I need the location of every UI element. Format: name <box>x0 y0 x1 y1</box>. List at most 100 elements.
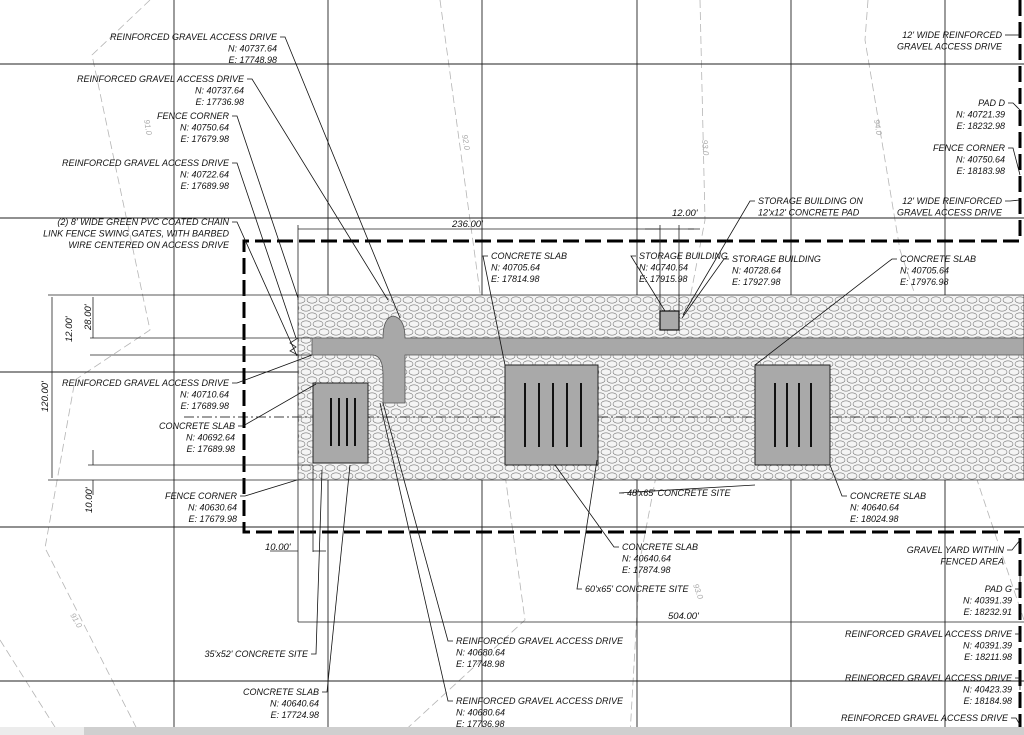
gate-symbol <box>289 337 299 356</box>
callout-northing: N: 40705.64 <box>900 266 949 276</box>
callout-title: 35'x52' CONCRETE SITE <box>205 649 309 659</box>
dimension-12-storage: 12.00' <box>672 208 699 219</box>
leader-line <box>379 402 453 702</box>
callout-title: FENCE CORNER <box>165 491 238 501</box>
callout-northing: N: 40630.64 <box>188 503 237 513</box>
contour-label: 93.0 <box>691 583 705 601</box>
callout-northing: N: 40640.64 <box>270 699 319 709</box>
callout-title: FENCE CORNER <box>157 111 230 121</box>
storage-building <box>659 310 680 331</box>
callout-northing: N: 40640.64 <box>850 503 899 513</box>
callout-label: REINFORCED GRAVEL ACCESS DRIVE <box>841 713 1009 723</box>
callout-labels: REINFORCED GRAVEL ACCESS DRIVE N: 40737.6… <box>43 30 1021 729</box>
callout-label: 48'x65' CONCRETE SITE <box>627 488 731 498</box>
callout-title: CONCRETE SLAB <box>243 687 319 697</box>
fence-line <box>242 0 1022 735</box>
callout-northing: N: 40737.64 <box>195 86 244 96</box>
callout-northing: N: 40721.39 <box>956 110 1005 120</box>
contour-label: 93.0 <box>700 139 710 156</box>
callout-title: (2) 8' WIDE GREEN PVC COATED CHAIN <box>57 217 229 227</box>
leader-line <box>829 464 847 497</box>
leader-line <box>1015 633 1021 640</box>
callout-easting: E: 18024.98 <box>850 514 899 524</box>
callout-northing: N: 40680.64 <box>456 648 505 658</box>
leader-line <box>1008 147 1021 176</box>
callout-easting: E: 17679.98 <box>180 134 229 144</box>
leader-line <box>618 484 756 494</box>
leader-line <box>240 479 298 497</box>
callout-easting: E: 18184.98 <box>963 696 1012 706</box>
callout-title: PAD D <box>978 98 1005 108</box>
concrete-slab-60x65 <box>504 364 599 466</box>
callout-title: REINFORCED GRAVEL ACCESS DRIVE <box>845 629 1013 639</box>
callout-easting: E: 17724.98 <box>270 710 319 720</box>
concrete-slab-35x52 <box>312 382 369 464</box>
leader-line <box>232 115 299 299</box>
callout-northing: N: 40710.64 <box>180 390 229 400</box>
horizontal-scrollbar[interactable] <box>0 727 1024 735</box>
leader-line <box>238 383 317 427</box>
leader-line <box>1011 717 1021 726</box>
leader-line <box>247 78 389 301</box>
concrete-slab-48x65 <box>754 364 831 466</box>
callout-easting: WIRE CENTERED ON ACCESS DRIVE <box>68 240 230 250</box>
callout-easting: E: 17915.98 <box>639 274 688 284</box>
callout-title: 12' WIDE REINFORCED <box>902 196 1002 206</box>
callout-title: CONCRETE SLAB <box>491 251 567 261</box>
dimension-10-left: 10.00' <box>265 542 292 553</box>
callout-easting: E: 18183.98 <box>956 166 1005 176</box>
leader-line <box>576 459 598 590</box>
callout-title: 60'x65' CONCRETE SITE <box>585 584 689 594</box>
callout-easting: E: 17976.98 <box>900 277 949 287</box>
dimension-504: 504.00' <box>668 611 700 622</box>
callout-northing: N: 40737.64 <box>228 44 277 54</box>
callout-easting: E: 17874.98 <box>622 565 671 575</box>
callout-title: REINFORCED GRAVEL ACCESS DRIVE <box>456 696 624 706</box>
leader-line <box>754 258 897 366</box>
leader-line <box>311 469 323 655</box>
callout-easting: E: 17748.98 <box>456 659 505 669</box>
scrollbar-thumb[interactable] <box>0 727 84 735</box>
callout-northing: N: 40391.39 <box>963 596 1012 606</box>
callout-easting: E: 17736.98 <box>195 97 244 107</box>
leader-line <box>1015 575 1021 590</box>
leader-line <box>1015 677 1021 690</box>
callout-title: CONCRETE SLAB <box>850 491 926 501</box>
leader-line <box>1005 199 1021 202</box>
callout-title: FENCE CORNER <box>933 143 1006 153</box>
callout-title: REINFORCED GRAVEL ACCESS DRIVE <box>62 378 230 388</box>
callout-northing: N: 40728.64 <box>732 266 781 276</box>
leader-line <box>554 464 619 548</box>
callout-title: GRAVEL YARD WITHIN <box>907 545 1005 555</box>
contour-label: 91.0 <box>142 119 154 136</box>
access-drive <box>311 315 1024 404</box>
callout-northing: LINK FENCE SWING GATES, WITH BARBED <box>43 229 229 239</box>
leader-line <box>232 354 313 384</box>
leader-line <box>630 255 666 312</box>
callout-northing: 12'x12' CONCRETE PAD <box>758 208 860 218</box>
callout-easting: E: 18232.98 <box>956 121 1005 131</box>
leader-line <box>382 402 453 642</box>
dimension-10-bottom: 10.00' <box>84 486 95 513</box>
callout-northing: FENCED AREA <box>940 557 1004 567</box>
callout-easting: E: 17679.98 <box>188 514 237 524</box>
callout-northing: N: 40423.39 <box>963 685 1012 695</box>
contour-label: 92.0 <box>460 134 472 151</box>
callout-easting: E: 17689.98 <box>180 401 229 411</box>
